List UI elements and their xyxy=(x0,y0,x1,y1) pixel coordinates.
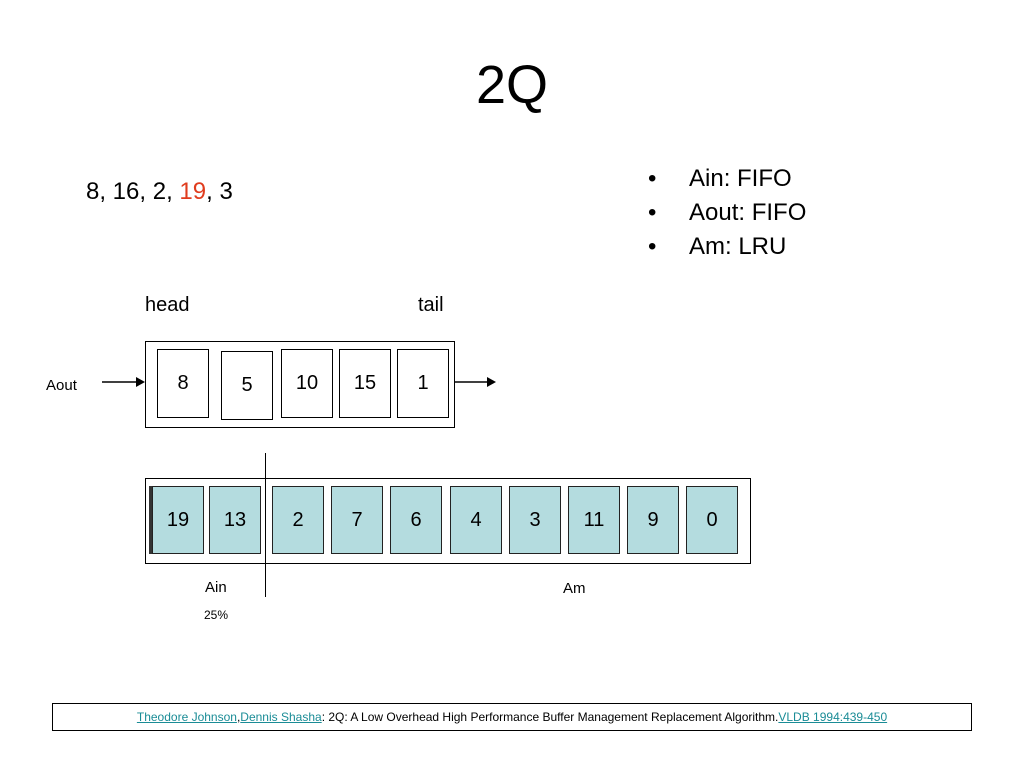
am-cell: 9 xyxy=(627,486,679,554)
policy-item-aout: • Aout: FIFO xyxy=(648,198,806,232)
am-cell: 11 xyxy=(568,486,620,554)
am-cell: 4 xyxy=(450,486,502,554)
tail-label: tail xyxy=(418,294,444,316)
author-link-johnson[interactable]: Theodore Johnson xyxy=(136,710,237,724)
author-link-shasha[interactable]: Dennis Shasha xyxy=(240,710,322,724)
policy-text: Am: LRU xyxy=(689,233,787,260)
arrow-out-icon xyxy=(455,377,496,387)
ain-percent: 25% xyxy=(204,608,229,622)
arrow-in-icon xyxy=(102,377,145,387)
aout-cell: 10 xyxy=(281,349,333,418)
slide-title: 2Q xyxy=(475,55,549,115)
citation-box: Theodore Johnson, Dennis Shasha: 2Q: A L… xyxy=(52,703,972,731)
bullet-icon: • xyxy=(648,199,657,226)
aout-label: Aout xyxy=(46,377,77,394)
aout-cell: 5 xyxy=(221,351,273,420)
sequence-highlight: 19 xyxy=(179,178,207,205)
access-sequence: 8, 16, 2, 19, 3 xyxy=(86,180,233,204)
sequence-prefix: 8, 16, 2, xyxy=(86,178,180,205)
citation-separator: , xyxy=(236,710,241,724)
am-cell: 3 xyxy=(509,486,561,554)
am-cell: 7 xyxy=(331,486,383,554)
aout-cell: 15 xyxy=(339,349,391,418)
policy-item-am: • Am: LRU xyxy=(648,232,806,266)
venue-link[interactable]: VLDB 1994:439-450 xyxy=(778,710,888,724)
aout-cell: 8 xyxy=(157,349,209,418)
am-label: Am xyxy=(563,580,586,597)
ain-cell: 13 xyxy=(209,486,261,554)
policy-text: Aout: FIFO xyxy=(689,199,807,226)
am-cell: 2 xyxy=(272,486,324,554)
ain-cell: 19 xyxy=(152,486,204,554)
bullet-icon: • xyxy=(648,165,657,192)
aout-cell: 1 xyxy=(397,349,449,418)
ain-am-divider xyxy=(265,453,266,597)
bullet-icon: • xyxy=(648,233,657,260)
ain-label: Ain xyxy=(205,579,227,596)
head-label: head xyxy=(145,294,190,316)
policy-text: Ain: FIFO xyxy=(689,165,792,192)
am-cell: 0 xyxy=(686,486,738,554)
sequence-suffix: , 3 xyxy=(206,178,233,205)
am-cell: 6 xyxy=(390,486,442,554)
citation-title: : 2Q: A Low Overhead High Performance Bu… xyxy=(321,710,779,724)
policy-list: • Ain: FIFO • Aout: FIFO • Am: LRU xyxy=(648,164,806,266)
policy-item-ain: • Ain: FIFO xyxy=(648,164,806,198)
